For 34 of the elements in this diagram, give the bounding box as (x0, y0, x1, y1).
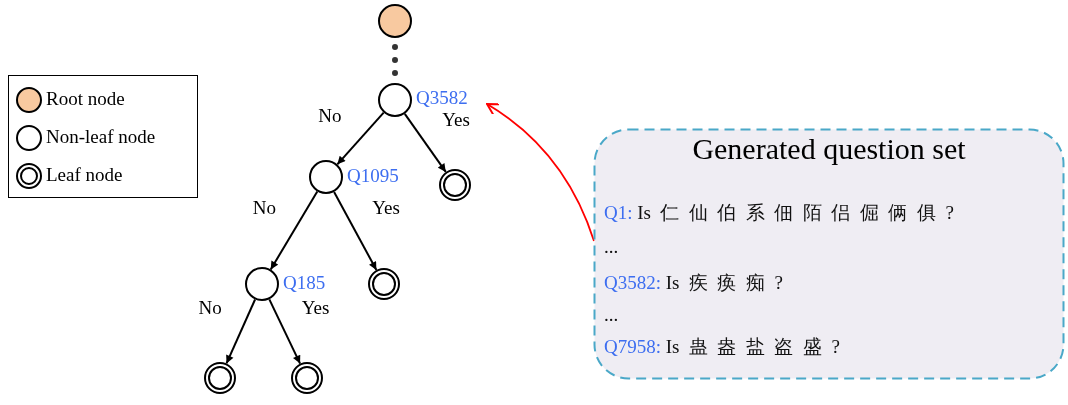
edge-label: Yes (372, 196, 400, 219)
arrow (268, 298, 302, 365)
edge-label: No (198, 297, 222, 320)
legend-label: Non-leaf node (46, 126, 156, 148)
leaf-node (204, 362, 236, 394)
root-node (378, 4, 412, 38)
leaf-node (368, 268, 400, 300)
question-line: ... (604, 236, 619, 258)
arrow (269, 190, 319, 271)
dotted-line (392, 44, 398, 77)
question-line: Q1: Is 仁 仙 伯 系 佃 陌 侣 倔 俩 俱 ? (604, 201, 954, 225)
question-set-panel (593, 128, 1065, 380)
edge-label: No (318, 104, 342, 127)
question-line: Q7958: Is 蛊 盎 盐 盗 盛 ? (604, 335, 840, 359)
question-id: Q185 (283, 272, 326, 294)
arrow (336, 111, 385, 166)
panel-title: Generated question set (691, 132, 967, 166)
question-line: Q3582: Is 疾 痪 痴 ? (604, 271, 783, 295)
arrow (403, 112, 447, 173)
question-line: ... (604, 304, 619, 326)
leaf-node (439, 169, 471, 201)
edge-label: No (252, 196, 276, 219)
edge-label: Yes (301, 297, 330, 320)
edge-label: Yes (442, 108, 470, 131)
question-id: Q3582 (416, 87, 468, 109)
question-id: Q1095 (347, 165, 399, 187)
decision-node (378, 83, 412, 117)
legend-label: Root node (46, 88, 125, 110)
leaf-node (291, 362, 323, 394)
decision-node (309, 160, 343, 194)
legend-label: Leaf node (46, 164, 123, 186)
arrow (333, 190, 378, 271)
decision-node (245, 267, 279, 301)
arrow (225, 298, 257, 365)
